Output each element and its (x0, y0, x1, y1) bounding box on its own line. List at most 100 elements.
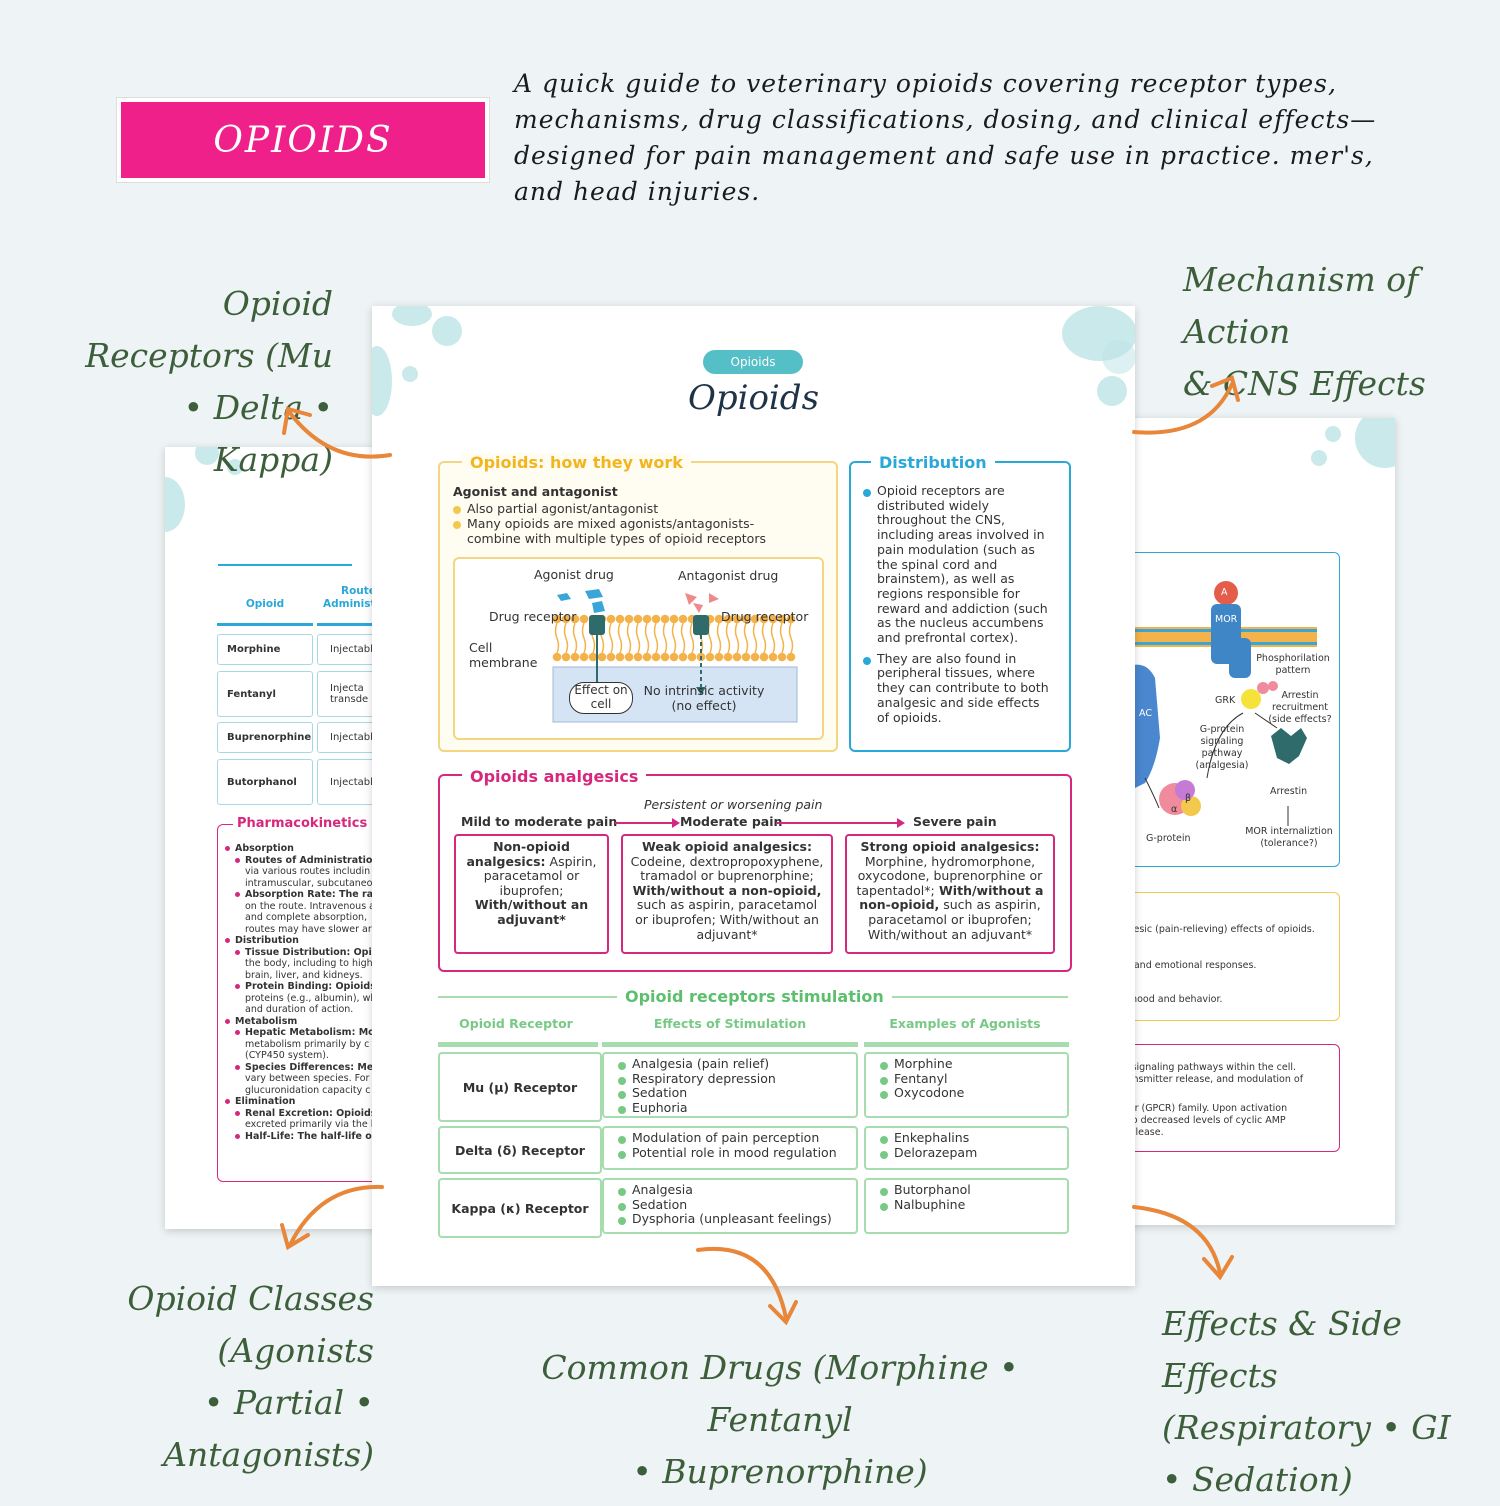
pk-line: Renal Excretion: Opioids a (223, 1108, 405, 1120)
step-severe: Severe pain (913, 814, 997, 829)
pink-text-line: te signaling pathways within the cell. (1119, 1062, 1296, 1073)
intro-text: A quick guide to veterinary opioids cove… (514, 69, 1377, 206)
diagram-label: G-protein (1146, 833, 1191, 844)
drug-receptor-label: Drug receptor (489, 609, 577, 624)
pk-line: brain, liver, and kidneys. (245, 969, 363, 981)
pk-line: Distribution (223, 935, 405, 947)
analgesic-box-mild: Non-opioid analgesics: Aspirin, paraceta… (454, 834, 609, 954)
agonist-drug-label: Agonist drug (534, 567, 614, 582)
analgesic-box-moderate: Weak opioid analgesics: Codeine, dextrop… (621, 834, 833, 954)
step-arrows (615, 818, 905, 828)
right-preview-page: A MOR Phosphorilation pattern GRK Arrest… (1115, 418, 1395, 1225)
no-effect-label: No intrinsic activity (no effect) (643, 683, 765, 713)
pk-line: Elimination (223, 1096, 405, 1108)
effects-cell-delta: Modulation of pain perception Potential … (602, 1126, 858, 1170)
pk-line: Absorption Rate: The rate (223, 889, 405, 901)
pk-line: Routes of Administration: (223, 855, 405, 867)
worsening-pain-note: Persistent or worsening pain (644, 797, 823, 812)
drug-receptor-label: Drug receptor (721, 609, 809, 624)
pk-line: metabolism primarily by c (245, 1038, 370, 1050)
arrow-drugs (696, 1246, 798, 1326)
pk-line: routes may have slower ar (245, 923, 372, 935)
column-header: Effects of Stimulation (653, 1016, 807, 1031)
antagonist-drug-label: Antagonist drug (678, 568, 779, 583)
section-heading-receptors: Opioid receptors stimulation (617, 987, 892, 1006)
pk-line: vary between species. For (245, 1073, 370, 1084)
main-preview-page: Opioids Opioids Opioids: how they work A… (372, 306, 1135, 1286)
arrow-effects (1132, 1205, 1234, 1281)
pk-line: Protein Binding: Opioids b (223, 981, 405, 993)
table-row: Morphine (217, 634, 313, 665)
bullet-item: They are also found in peripheral tissue… (863, 651, 1053, 726)
receptor-cell-mu: Mu (μ) Receptor (438, 1052, 602, 1122)
yellow-text-line: e mood and behavior. (1119, 994, 1223, 1005)
pk-line: (CYP450 system). (245, 1050, 329, 1061)
table-row: Buprenorphine (217, 722, 313, 753)
agonists-cell-kappa: Butorphanol Nalbuphine (864, 1178, 1069, 1234)
pk-heading: Pharmacokinetics o (233, 816, 385, 831)
label-effects: Effects & Side Effects(Respiratory • GI•… (1162, 1304, 1451, 1499)
pk-line: proteins (e.g., albumin), wh (245, 992, 377, 1004)
pk-line: Metabolism (223, 1016, 405, 1028)
opioids-tag: OPIOIDS (117, 98, 489, 182)
section-heading-analgesics: Opioids analgesics (462, 767, 647, 786)
bullet-item: Opioid receptors are distributed widely … (863, 483, 1053, 646)
diagram-label: A (1221, 587, 1228, 598)
diagram-label: Arrestin recruitment (side effects? (1268, 690, 1332, 725)
section-heading-distribution: Distribution (871, 453, 995, 472)
label-mechanism: Mechanism of Action& CNS Effects (1183, 260, 1426, 403)
pk-line: Absorption (223, 843, 405, 855)
bullet-item: Also partial agonist/antagonist (453, 501, 793, 516)
diagram-label: GRK (1215, 695, 1236, 706)
pk-line: Hepatic Metabolism: Most (223, 1027, 405, 1039)
pk-line: glucuronidation capacity c (245, 1084, 371, 1096)
table-row: Fentanyl (217, 671, 313, 717)
pk-line: excreted primarily via the k (245, 1119, 377, 1130)
label-common-drugs: Common Drugs (Morphine • Fentanyl• Bupre… (541, 1348, 1019, 1491)
table-row: Butorphanol (217, 759, 313, 805)
receptor-cell-delta: Delta (δ) Receptor (438, 1126, 602, 1174)
arrow-receptors (282, 406, 392, 459)
pink-text-line: ptor (GPCR) family. Upon activation (1119, 1103, 1288, 1114)
left-preview-page: Opioid Route Administ Morphine Injectabl… (165, 447, 405, 1229)
yellow-text-line: algesic (pain-relieving) effects of opio… (1119, 924, 1315, 935)
diagram-label: MOR (1215, 614, 1238, 625)
section-heading-how: Opioids: how they work (462, 453, 691, 472)
effects-cell-kappa: Analgesia Sedation Dysphoria (unpleasant… (602, 1178, 858, 1234)
arrow-mechanism (1132, 375, 1240, 435)
effect-on-cell-label: Effect on cell (569, 682, 633, 714)
table-header-route: Route (341, 585, 376, 597)
diagram-label: α (1171, 804, 1178, 815)
pink-text-line: transmitter release, and modulation of (1119, 1074, 1304, 1085)
pink-text-line: r release. (1119, 1127, 1164, 1138)
table-header-administ: Administ (323, 598, 376, 610)
column-header: Opioid Receptor (459, 1016, 573, 1031)
pk-line: on the route. Intravenous a (245, 900, 375, 912)
pink-text-line: g to decreased levels of cyclic AMP (1119, 1115, 1286, 1126)
diagram-label: AC (1139, 708, 1152, 719)
pk-line: intramuscular, subcutaneo (245, 877, 373, 889)
diagram-label: MOR internaliztion (tolerance?) (1245, 826, 1333, 849)
receptor-cell-kappa: Kappa (κ) Receptor (438, 1178, 602, 1238)
agonist-antagonist-heading: Agonist and antagonist (453, 484, 618, 499)
label-opioid-classes: Opioid Classes (Agonists• Partial • Anta… (127, 1279, 374, 1474)
table-header-opioid: Opioid (245, 598, 285, 610)
diagram-label: β (1185, 793, 1192, 804)
pk-line: Half-Life: The half-life of op (223, 1131, 405, 1143)
pk-line: Species Differences: Meta (223, 1062, 405, 1074)
column-header: Examples of Agonists (889, 1016, 1041, 1031)
bullet-item: Many opioids are mixed agonists/antagoni… (453, 516, 793, 546)
pk-line: Tissue Distribution: Opioic (223, 947, 405, 959)
analgesic-box-severe: Strong opioid analgesics: Morphine, hydr… (845, 834, 1055, 954)
pk-line: and complete absorption, (245, 912, 368, 923)
diagram-label: Arrestin (1270, 786, 1308, 797)
pk-line: via various routes includin (245, 866, 371, 877)
cell-membrane-label: Cell membrane (469, 640, 538, 670)
diagram-label: Phosphorilation pattern (1256, 653, 1330, 676)
page-pill: Opioids (703, 350, 803, 374)
arrow-classes (280, 1184, 384, 1251)
page-title: Opioids (687, 378, 820, 418)
step-moderate: Moderate pain (680, 814, 783, 829)
agonists-cell-mu: Morphine Fentanyl Oxycodone (864, 1052, 1069, 1118)
